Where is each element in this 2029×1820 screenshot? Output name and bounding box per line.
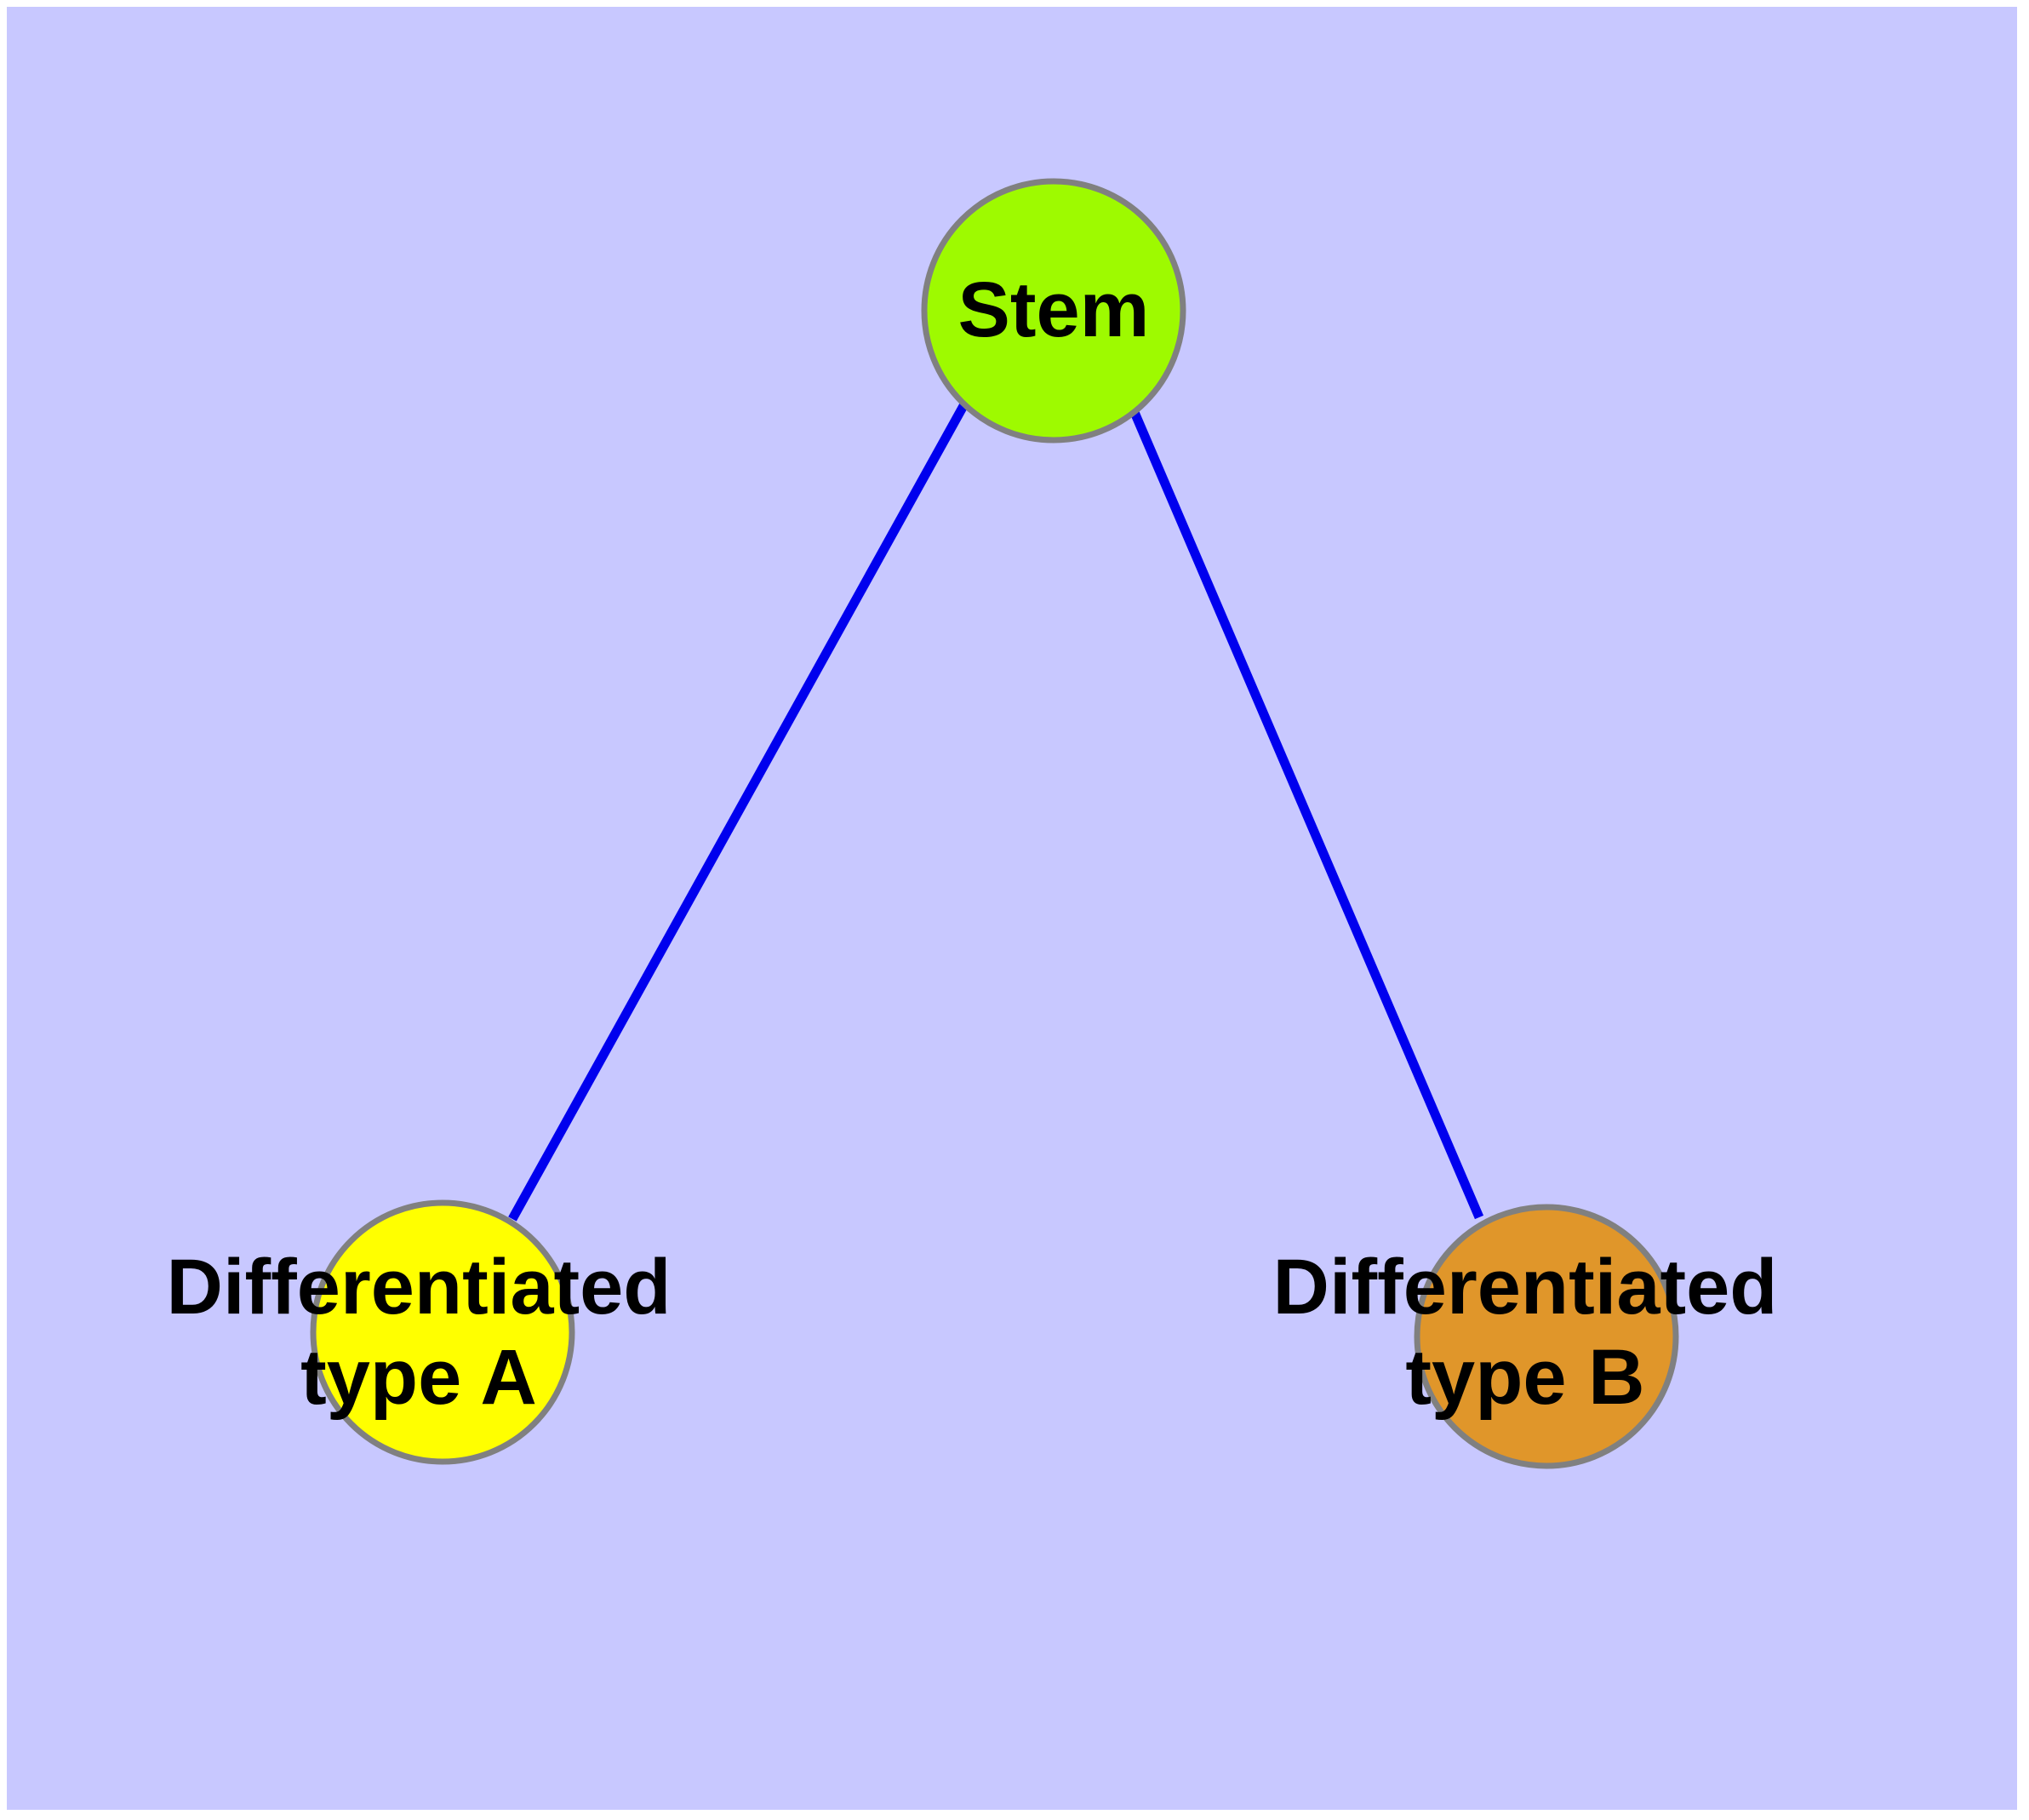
- node-label-line: Stem: [958, 266, 1150, 353]
- node-label-stem: Stem: [958, 266, 1150, 353]
- edge-stem-to-differentiated-type-a[interactable]: [508, 402, 969, 1222]
- node-circle-stem[interactable]: [921, 178, 1186, 444]
- node-label-line: type A: [300, 1334, 537, 1421]
- node-stem[interactable]: Stem: [921, 178, 1186, 444]
- node-label-line: type B: [1405, 1334, 1644, 1421]
- node-circle-differentiated-type-b[interactable]: [1414, 1204, 1679, 1469]
- node-label-line: Differentiated: [1273, 1244, 1778, 1331]
- edge-stem-to-differentiated-type-b[interactable]: [1129, 408, 1484, 1220]
- node-label-line: Differentiated: [167, 1244, 672, 1331]
- edges-layer: [508, 402, 1484, 1222]
- node-circle-differentiated-type-a[interactable]: [310, 1199, 575, 1465]
